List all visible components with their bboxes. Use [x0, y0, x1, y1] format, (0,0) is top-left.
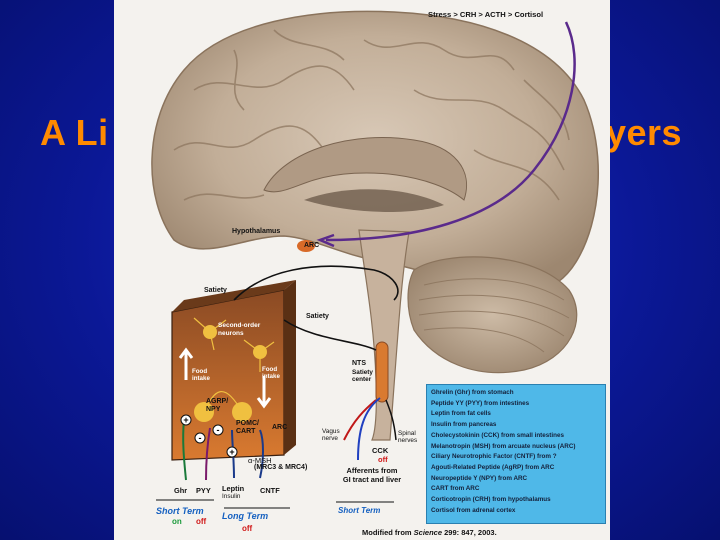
- label-satiety-center: Satiety center: [352, 369, 373, 383]
- label-satiety-2: Satiety: [306, 313, 329, 320]
- label-alpha-msh: α-MSH: [248, 456, 272, 465]
- label-food-intake-1: Food intake: [192, 368, 210, 382]
- inset-box: [171, 280, 296, 461]
- legend-item: Ghrelin (Ghr) from stomach: [431, 389, 514, 396]
- brain-diagram: + - - +: [151, 10, 600, 509]
- label-satiety-1: Satiety: [204, 287, 227, 294]
- corpus-callosum: [263, 137, 468, 201]
- label-hypothalamus: Hypothalamus: [232, 228, 281, 235]
- svg-text:+: +: [229, 447, 234, 457]
- label-leptin: Leptin: [222, 484, 245, 493]
- label-mrc: (MRC3 & MRC4): [254, 464, 308, 471]
- label-short-term-1: Short Term: [156, 506, 204, 516]
- label-off-1: off: [196, 517, 207, 526]
- cerebellum: [407, 256, 578, 374]
- legend-item: Insulin from pancreas: [431, 421, 497, 429]
- label-afferents: Afferents from GI tract and liver: [342, 466, 402, 484]
- label-cck: CCK: [372, 446, 389, 455]
- stress-header: Stress > CRH > ACTH > Cortisol: [428, 10, 544, 19]
- brainstem: [358, 229, 410, 441]
- legend-item: Neuropeptide Y (NPY) from ARC: [431, 474, 528, 482]
- label-nts: NTS: [352, 360, 366, 367]
- label-arc: ARC: [304, 242, 320, 249]
- label-off-2: off: [242, 524, 253, 533]
- legend-item: Agouti-Related Peptide (AgRP) from ARC: [431, 463, 555, 471]
- legend-item: Corticotropin (CRH) from hypothalamus: [431, 496, 551, 504]
- legend-item: Melanotropin (MSH) from arcuate nucleus …: [431, 442, 576, 450]
- stress-path: [325, 21, 576, 242]
- slide-title: A Li: [40, 112, 700, 154]
- label-ghr: Ghr: [174, 486, 188, 495]
- credit-journal: Science: [413, 528, 443, 537]
- legend-item: Peptide YY (PYY) from intestines: [431, 399, 530, 407]
- legend-item: Cholecystokinin (CCK) from small intesti…: [431, 431, 564, 439]
- legend-item: Leptin from fat cells: [431, 410, 491, 418]
- label-food-intake-2: Food intake: [262, 366, 280, 380]
- svg-text:-: -: [199, 433, 202, 443]
- arc-nucleus: [297, 240, 315, 252]
- svg-text:+: +: [183, 415, 188, 425]
- label-pyy: PYY: [196, 486, 211, 495]
- label-insulin: Insulin: [222, 493, 241, 500]
- label-pomc-cart: POMC/ CART: [236, 420, 259, 435]
- legend-item: CART from ARC: [431, 485, 480, 493]
- label-arc-box: ARC: [272, 424, 288, 431]
- svg-text:-: -: [217, 425, 220, 435]
- slide-title-right: yers: [606, 112, 716, 154]
- title-right: yers: [606, 112, 683, 153]
- label-vagus-nerve: Vagus nerve: [322, 428, 340, 442]
- figure-credit: Modified from Science 299: 847, 2003.: [362, 528, 497, 537]
- label-second-order: Second-order neurons: [218, 322, 261, 337]
- title-left: A Li: [40, 112, 109, 153]
- label-on: on: [172, 517, 182, 526]
- credit-prefix: Modified from: [362, 528, 412, 537]
- gyri: [173, 29, 570, 201]
- label-agrp-npy: AGRP/ NPY: [206, 398, 229, 413]
- label-long-term: Long Term: [222, 511, 269, 521]
- label-cck-off: off: [378, 455, 388, 464]
- label-spinal-nerves: Spinal nerves: [398, 430, 418, 444]
- label-cntf: CNTF: [260, 486, 280, 495]
- credit-ref: 299: 847, 2003.: [444, 528, 497, 537]
- label-short-term-2: Short Term: [338, 506, 381, 515]
- legend-item: Ciliary Neurotrophic Factor (CNTF) from …: [431, 453, 557, 461]
- nts-column: [375, 341, 389, 403]
- legend-item: Cortisol from adrenal cortex: [431, 506, 516, 514]
